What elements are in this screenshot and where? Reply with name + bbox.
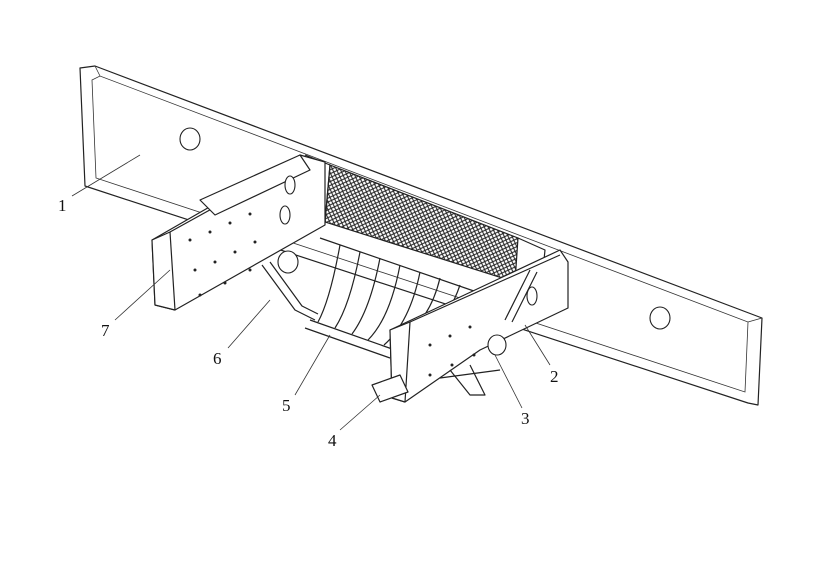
right-mounting-bracket xyxy=(389,249,569,403)
label-4: 4 xyxy=(328,431,337,450)
label-1: 1 xyxy=(58,196,67,215)
label-3: 3 xyxy=(521,409,530,428)
label-7: 7 xyxy=(101,321,110,340)
label-6: 6 xyxy=(213,349,222,368)
beam-hole-right xyxy=(649,306,671,330)
leader-lines xyxy=(71,154,551,431)
left-mounting-bracket xyxy=(151,154,326,311)
label-5: 5 xyxy=(282,396,291,415)
foot-plate xyxy=(371,364,501,403)
beam-hole-left xyxy=(179,127,201,151)
label-2: 2 xyxy=(550,367,559,386)
left-support-strut xyxy=(261,261,319,321)
